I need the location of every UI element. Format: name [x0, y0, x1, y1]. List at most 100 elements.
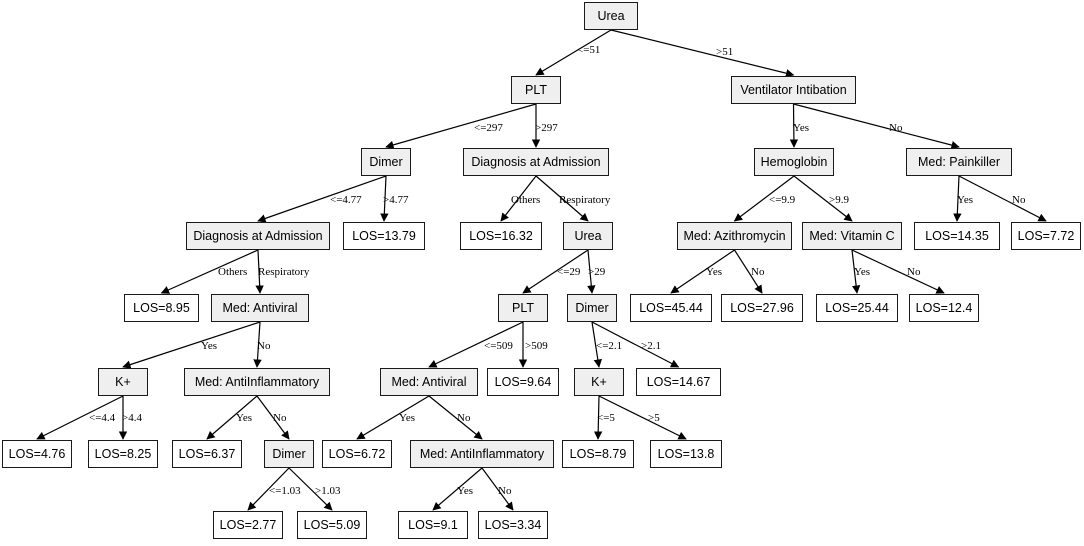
edge-hemo-vitc [793, 175, 853, 222]
edge-label: <=509 [484, 340, 513, 352]
edge-label: >51 [716, 46, 734, 58]
edge-label: <=297 [474, 122, 503, 134]
split-node-diag2: Diagnosis at Admission [186, 222, 330, 250]
split-node-antiinf2: Med: AntiInflammatory [410, 440, 554, 468]
leaf-node-los4544: LOS=45.44 [630, 294, 712, 322]
edge-vent-hemo [789, 103, 799, 148]
leaf-node-los895: LOS=8.95 [124, 294, 199, 322]
edge-dimer3-los277 [247, 467, 290, 511]
split-node-vent: Ventilator Intibation [731, 76, 856, 104]
edge-urea-vent [610, 29, 795, 78]
edge-dimer3-los509 [288, 467, 333, 511]
split-node-hemo: Hemoglobin [754, 148, 834, 176]
split-node-dimer3: Dimer [264, 440, 314, 468]
split-node-antiv2: Med: Antiviral [380, 368, 478, 396]
split-node-plt: PLT [511, 76, 561, 104]
leaf-node-los1379: LOS=13.79 [343, 222, 425, 250]
edge-antiinf2-los334 [481, 467, 514, 511]
edge-label: >1.03 [315, 485, 341, 497]
leaf-node-los772: LOS=7.72 [1011, 222, 1081, 250]
edge-antiinf1-dimer3 [256, 395, 290, 440]
edge-antiinf2-los91 [432, 467, 483, 511]
edge-pain-los1435 [953, 175, 962, 222]
split-node-azith: Med: Azithromycin [677, 222, 792, 250]
edge-plt2-antiv2 [428, 321, 524, 368]
leaf-node-los91: LOS=9.1 [398, 511, 468, 539]
leaf-node-los138: LOS=13.8 [650, 440, 722, 468]
leaf-node-los124: LOS=12.4 [909, 294, 979, 322]
edge-dimer2-kplus2 [591, 321, 602, 368]
edge-label: >297 [535, 122, 558, 134]
edge-label: No [457, 412, 471, 424]
edge-label: >509 [525, 340, 548, 352]
split-node-plt2: PLT [498, 294, 548, 322]
edge-label: Others [511, 194, 541, 206]
leaf-node-los476: LOS=4.76 [2, 440, 72, 468]
edge-antiv1-kplus1 [122, 321, 261, 369]
edge-label: <=51 [577, 44, 601, 56]
edge-label: No [751, 266, 765, 278]
edge-label: <=5 [597, 412, 615, 424]
edge-label: Yes [793, 122, 810, 134]
leaf-node-los1435: LOS=14.35 [914, 222, 1000, 250]
split-node-pain: Med: Painkiller [906, 148, 1012, 176]
edge-vent-pain [793, 103, 960, 150]
edge-label: >2.1 [641, 340, 661, 352]
split-node-urea: Urea [584, 2, 638, 30]
edge-label: >4.4 [122, 412, 142, 424]
edge-label: Yes [399, 412, 416, 424]
leaf-node-los825: LOS=8.25 [88, 440, 158, 468]
edge-urea2-dimer2 [587, 249, 596, 294]
edge-label: Others [218, 266, 248, 278]
edge-label: <=9.9 [769, 194, 796, 206]
edge-label: Yes [854, 266, 871, 278]
leaf-node-los277: LOS=2.77 [213, 511, 283, 539]
leaf-node-los509: LOS=5.09 [297, 511, 367, 539]
edge-dimer1-los1379 [380, 175, 389, 222]
split-node-urea2: Urea [563, 222, 613, 250]
edge-antiv2-antiinf2 [428, 395, 483, 440]
edge-azith-los4544 [670, 249, 735, 294]
leaf-node-los672: LOS=6.72 [322, 440, 392, 468]
edge-plt-dimer1 [385, 103, 537, 149]
edge-label: >9.9 [829, 194, 849, 206]
edge-kplus1-los476 [36, 395, 124, 440]
split-node-dimer1: Dimer [361, 148, 411, 176]
split-node-kplus1: K+ [98, 368, 148, 396]
edge-label: <=4.4 [89, 412, 116, 424]
split-node-antiinf1: Med: AntiInflammatory [184, 368, 330, 396]
edge-hemo-azith [733, 175, 795, 222]
edge-label: >4.77 [383, 194, 409, 206]
edge-label: Respiratory [258, 266, 310, 278]
edge-diag1-urea2 [535, 175, 589, 222]
edge-diag2-los895 [160, 249, 259, 294]
edge-kplus2-los138 [598, 395, 687, 440]
split-node-vitc: Med: Vitamin C [802, 222, 902, 250]
edge-azith-los2796 [733, 249, 763, 294]
edge-diag1-los1632 [500, 175, 537, 222]
split-node-diag1: Diagnosis at Admission [463, 148, 609, 176]
leaf-node-los1467: LOS=14.67 [636, 368, 721, 396]
leaf-node-los2544: LOS=25.44 [816, 294, 898, 322]
split-node-kplus2: K+ [574, 368, 624, 396]
edge-antiv2-los672 [356, 395, 430, 440]
edge-label: <=2.1 [596, 340, 623, 352]
leaf-node-los334: LOS=3.34 [478, 511, 548, 539]
split-node-dimer2: Dimer [567, 294, 617, 322]
edge-label: Yes [706, 266, 723, 278]
edge-label: Yes [457, 485, 474, 497]
edge-dimer1-diag2 [257, 175, 387, 223]
edge-kplus2-los879 [593, 395, 603, 440]
leaf-node-los879: LOS=8.79 [562, 440, 634, 468]
leaf-node-los2796: LOS=27.96 [721, 294, 803, 322]
edge-antiv1-antiinf1 [253, 321, 262, 368]
edge-label: No [907, 266, 921, 278]
edge-urea-plt [535, 29, 612, 76]
edge-vitc-los124 [851, 249, 945, 294]
edge-label: No [257, 340, 271, 352]
leaf-node-los637: LOS=6.37 [172, 440, 242, 468]
leaf-node-los1632: LOS=16.32 [460, 222, 542, 250]
edge-label: No [889, 122, 903, 134]
